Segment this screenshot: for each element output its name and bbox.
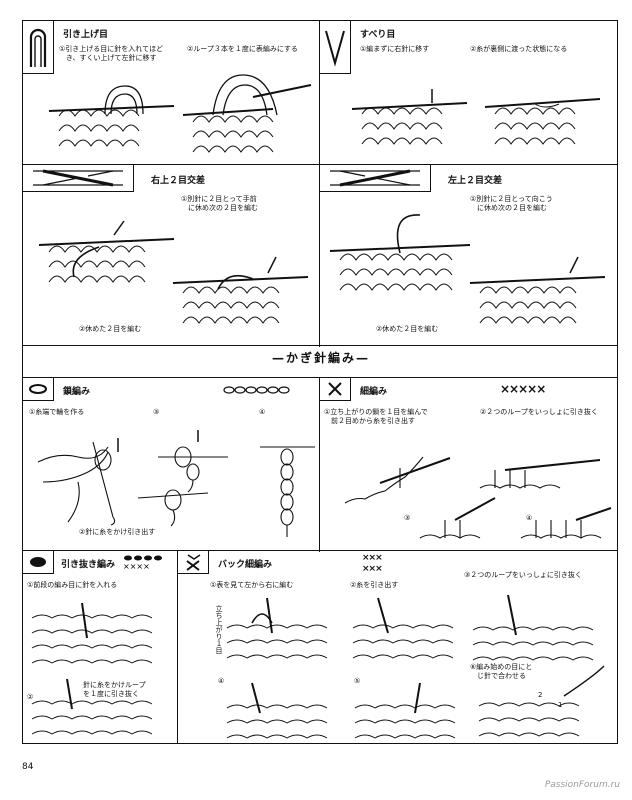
back-single-crochet-illustration-4: [226, 682, 328, 739]
panel-crochet-slip-stitch: 引き抜き編み ×××× ①前段の編み目に針を入れる ② 針に糸をかけループ を１…: [23, 551, 177, 743]
slip-illustration-2: [484, 98, 601, 145]
single-crochet-step-3-number: ③: [404, 514, 411, 522]
divider: [23, 164, 617, 165]
single-crochet-illustration-1: [344, 456, 451, 504]
panel-back-single-crochet: バック細編み ××× ××× ①表を見て左から右に編む ②糸を引き出す ③２つの…: [178, 551, 617, 743]
pull-up-step-1: ①引き上げる目に針を入れてほど き、すくい上げて左針に移す: [59, 45, 164, 62]
left-cross-illustration-1: [329, 214, 471, 291]
left-cross-illustration-2: [469, 256, 606, 324]
pull-up-title: 引き上げ目: [63, 30, 109, 40]
slip-step-1: ①編まずに右針に移す: [360, 45, 430, 53]
left-cross-title: 左上２目交差: [448, 176, 503, 186]
panel-chain-stitch: 鎖編み ①糸端で輪を作る ③ ④ ②針に糸をかけ引き出す: [23, 378, 319, 550]
single-crochet-step-4-number: ④: [526, 514, 533, 522]
slip-stitch-step-1: ①前段の編み目に針を入れる: [27, 581, 118, 589]
slip-symbol: [320, 21, 351, 74]
back-single-crochet-side-label: 立ち上がり１目: [215, 605, 223, 654]
pull-up-step-2: ②ループ３本を１度に表編みにする: [187, 45, 298, 53]
chain-step-1: ①糸端で輪を作る: [29, 408, 85, 416]
page-number: 84: [22, 762, 34, 772]
chain-hand-illustration: [37, 438, 119, 526]
back-single-crochet-illustration-3: [472, 594, 594, 661]
svg-text:××××: ××××: [123, 562, 150, 571]
back-single-crochet-illustration-5: [354, 682, 456, 739]
divider: [23, 377, 617, 378]
back-single-crochet-symbol: [178, 551, 209, 574]
single-crochet-illustration-3: [419, 497, 496, 539]
section-title: —かぎ針編み—: [271, 351, 370, 365]
chain-step-3-illustration: [158, 430, 228, 493]
single-crochet-symbol: [320, 378, 351, 401]
right-cross-step-1: ①別針に２目とって手前 に休め次の２目を編む: [181, 195, 258, 212]
divider: [319, 21, 320, 347]
single-crochet-title: 細編み: [360, 387, 388, 397]
right-cross-illustration-1: [38, 220, 175, 283]
page-frame: 引き上げ目 ①引き上げる目に針を入れてほど き、すくい上げて左針に移す ②ループ…: [22, 20, 618, 744]
single-crochet-symbol-row: ×××××: [500, 382, 546, 396]
back-single-crochet-illustration-1: [226, 597, 328, 659]
divider: [23, 345, 617, 346]
back-single-crochet-step-5-number: ⑤: [354, 677, 361, 685]
panel-left-cross: 左上２目交差 ①別針に２目とって向こう に休め次の２目を編む ②休めた２目を編む: [320, 165, 617, 345]
divider: [319, 377, 320, 552]
single-crochet-illustration-4: [520, 507, 612, 539]
back-single-crochet-symbols-row-2: ×××: [362, 564, 383, 574]
right-cross-step-2: ②休めた２目を編む: [79, 325, 142, 333]
panel-slip-stitch: すべり目 ①編まずに右針に移す ②糸が裏側に渡った状態になる: [320, 21, 617, 164]
slip-stitch-step-2: 針に糸をかけループ を１度に引き抜く: [83, 681, 146, 698]
right-cross-title: 右上２目交差: [151, 176, 206, 186]
back-single-crochet-step-4-number: ④: [218, 677, 225, 685]
back-single-crochet-step-1: ①表を見て左から右に編む: [210, 581, 294, 589]
panel-pull-up-stitch: 引き上げ目 ①引き上げる目に針を入れてほど き、すくい上げて左針に移す ②ループ…: [23, 21, 319, 164]
single-crochet-step-1: ①立ち上がりの鎖を１目を編んで 前２目めから糸を引き出す: [324, 408, 428, 425]
pull-up-illustration-1: [48, 85, 175, 147]
slip-stitch-title: 引き抜き編み: [61, 560, 116, 570]
back-single-crochet-step-6: ⑥編み始めの目にと じ針で合わせる: [470, 663, 533, 680]
chain-step-4-number: ④: [259, 408, 266, 416]
single-crochet-step-2: ②２つのループをいっしょに引き抜く: [480, 408, 598, 416]
back-single-crochet-illustration-6: [478, 665, 605, 737]
slip-illustration-1: [351, 89, 468, 145]
back-single-crochet-symbols-row-1: ×××: [362, 553, 383, 563]
back-single-crochet-label-2: 2: [538, 691, 543, 699]
chain-step-2-illustration: [137, 489, 209, 527]
pull-up-symbol: [23, 21, 54, 74]
chain-step-2: ②針に糸をかけ引き出す: [79, 528, 156, 536]
pull-up-illustration-2: [182, 74, 312, 153]
panel-right-cross: 右上２目交差 ①別針に２目とって手前 に休め次の２目を編む ②休めた２目を編む: [23, 165, 319, 345]
chain-step-4-illustration: [260, 446, 315, 537]
slip-stitch-illustration-2: [31, 678, 153, 735]
divider: [23, 550, 617, 551]
slip-step-2: ②糸が裏側に渡った状態になる: [470, 45, 568, 53]
chain-step-3-number: ③: [153, 408, 160, 416]
back-single-crochet-title: バック細編み: [218, 560, 273, 570]
right-cross-illustration-2: [172, 256, 309, 324]
right-cross-symbol: [23, 165, 134, 192]
watermark: PassionForum.ru: [544, 780, 620, 790]
back-single-crochet-step-3: ③２つのループをいっしょに引き抜く: [464, 571, 582, 579]
single-crochet-illustration-2: [479, 459, 601, 489]
back-single-crochet-illustration-2: [352, 597, 454, 659]
slip-stitch-symbol: [23, 551, 54, 574]
slip-title: すべり目: [360, 30, 396, 40]
left-cross-symbol: [320, 165, 431, 192]
divider: [177, 550, 178, 743]
chain-title: 鎖編み: [63, 387, 91, 397]
left-cross-step-1: ①別針に２目とって向こう に休め次の２目を編む: [470, 195, 553, 212]
chain-symbol-row: [223, 386, 290, 394]
slip-stitch-step-2-number: ②: [27, 693, 34, 701]
left-cross-step-2: ②休めた２目を編む: [376, 325, 439, 333]
back-single-crochet-step-2: ②糸を引き出す: [350, 581, 399, 589]
slip-stitch-illustration-1: [31, 602, 153, 664]
slip-stitch-symbol-row: ××××: [123, 555, 162, 571]
panel-single-crochet: 細編み ××××× ①立ち上がりの鎖を１目を編んで 前２目めから糸を引き出す ②…: [320, 378, 617, 550]
chain-symbol: [23, 378, 54, 401]
